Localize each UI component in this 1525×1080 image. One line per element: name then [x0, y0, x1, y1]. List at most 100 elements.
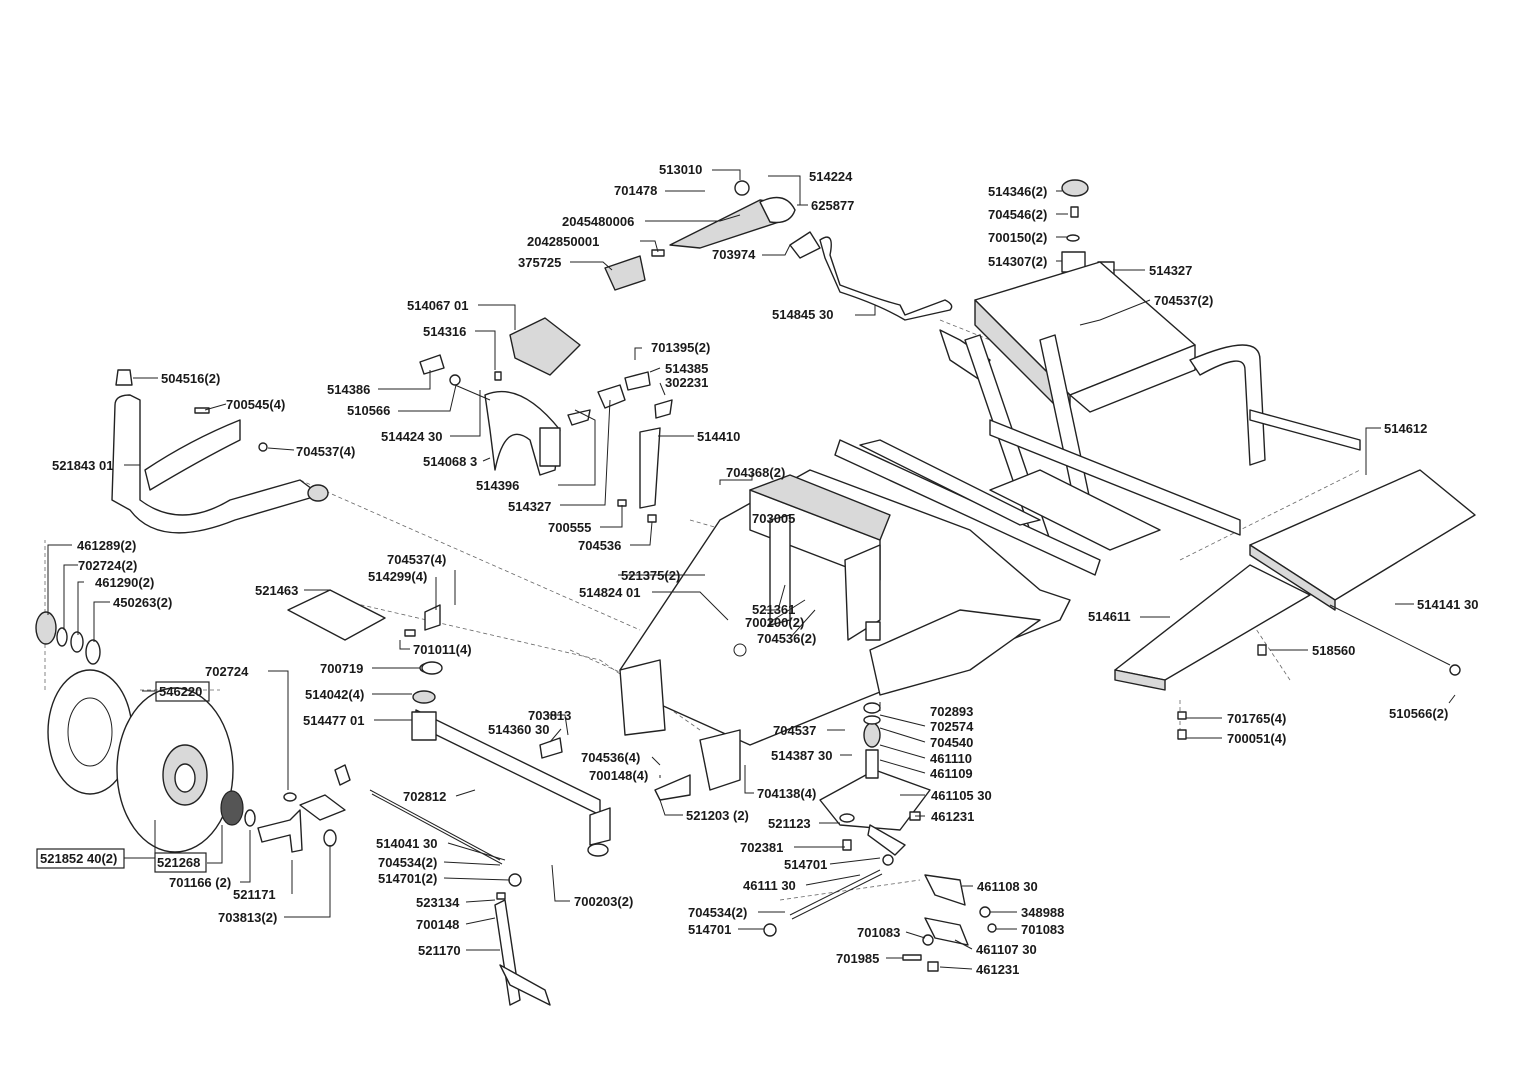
label-701985: 701985 [836, 951, 879, 966]
label-450263-2: 450263(2) [113, 595, 172, 610]
label-704536: 704536 [578, 538, 621, 553]
label-514701-a: 514701 [784, 857, 827, 872]
label-523134: 523134 [416, 895, 460, 910]
label-514327-top: 514327 [1149, 263, 1192, 278]
label-514360-30: 514360 30 [488, 722, 549, 737]
label-521843-01: 521843 01 [52, 458, 113, 473]
label-701166-2: 701166 (2) [169, 875, 231, 890]
front-axle [287, 589, 611, 857]
label-700719: 700719 [320, 661, 363, 676]
label-703005: 703005 [752, 511, 795, 526]
lower-brackets [902, 874, 997, 972]
label-702812: 702812 [403, 789, 446, 804]
label-546220: 546220 [159, 684, 202, 699]
wheel-parts [35, 611, 351, 853]
steering-linkage [369, 774, 894, 1006]
label-46111-30: 46111 30 [743, 878, 796, 893]
label-514385: 514385 [665, 361, 708, 376]
steering-sector [819, 702, 931, 856]
label-510566: 510566 [347, 403, 390, 418]
label-704537-2: 704537(2) [1154, 293, 1213, 308]
label-461231-a: 461231 [931, 809, 974, 824]
label-700051-4: 700051(4) [1227, 731, 1286, 746]
label-461109: 461109 [930, 766, 973, 781]
label-boxes [36, 681, 210, 873]
label-514387-30: 514387 30 [771, 748, 832, 763]
label-514067-01: 514067 01 [407, 298, 468, 313]
label-700555: 700555 [548, 520, 591, 535]
label-514424-30: 514424 30 [381, 429, 442, 444]
label-704537-4-a: 704537(4) [296, 444, 355, 459]
chassis-plate [619, 469, 1071, 791]
label-700150-2: 700150(2) [988, 230, 1047, 245]
label-701395-2: 701395(2) [651, 340, 710, 355]
label-514299-4: 514299(4) [368, 569, 427, 584]
label-348988: 348988 [1021, 905, 1064, 920]
label-700545-4: 700545(4) [226, 397, 285, 412]
label-521375-2: 521375(2) [621, 568, 680, 583]
label-461108-30: 461108 30 [977, 879, 1038, 894]
part-number-labels: 513010 514224 701478 625877 2045480006 2… [40, 162, 1478, 977]
label-514327-mid: 514327 [508, 499, 551, 514]
label-514824-01: 514824 01 [579, 585, 640, 600]
label-461290-2: 461290(2) [95, 575, 154, 590]
label-702893: 702893 [930, 704, 973, 719]
steering-arm-assembly [604, 180, 953, 321]
label-2045480006: 2045480006 [562, 214, 634, 229]
label-514386: 514386 [327, 382, 370, 397]
label-704537: 704537 [773, 723, 816, 738]
label-521123: 521123 [768, 816, 811, 831]
label-702381: 702381 [740, 840, 783, 855]
label-514410: 514410 [697, 429, 740, 444]
label-461289-2: 461289(2) [77, 538, 136, 553]
label-700200-2: 700200(2) [745, 615, 804, 630]
label-514701-2: 514701(2) [378, 871, 437, 886]
label-514307-2: 514307(2) [988, 254, 1047, 269]
part-drawings [35, 179, 1476, 1006]
label-700148-4: 700148(4) [589, 768, 648, 783]
label-461110: 461110 [930, 751, 972, 766]
label-702574: 702574 [930, 719, 974, 734]
label-521203-2: 521203 (2) [686, 808, 749, 823]
label-704536-4: 704536(4) [581, 750, 640, 765]
label-701083-b: 701083 [1021, 922, 1064, 937]
label-514346-2: 514346(2) [988, 184, 1047, 199]
label-701478: 701478 [614, 183, 657, 198]
label-514477-01: 514477 01 [303, 713, 364, 728]
label-514224: 514224 [809, 169, 853, 184]
label-701765-4: 701765(4) [1227, 711, 1286, 726]
label-704138-4: 704138(4) [757, 786, 816, 801]
label-461105-30: 461105 30 [931, 788, 992, 803]
label-701083-a: 701083 [857, 925, 900, 940]
label-704536-2: 704536(2) [757, 631, 816, 646]
label-514396: 514396 [476, 478, 519, 493]
label-2042850001: 2042850001 [527, 234, 599, 249]
label-704534-2-a: 704534(2) [378, 855, 437, 870]
label-514701-b: 514701 [688, 922, 731, 937]
label-521171: 521171 [233, 887, 276, 902]
label-521170: 521170 [418, 943, 461, 958]
label-704546-2: 704546(2) [988, 207, 1047, 222]
label-514845-30: 514845 30 [772, 307, 833, 322]
label-514042-4: 514042(4) [305, 687, 364, 702]
label-510566-2: 510566(2) [1389, 706, 1448, 721]
label-700148: 700148 [416, 917, 459, 932]
label-504516-2: 504516(2) [161, 371, 220, 386]
label-518560: 518560 [1312, 643, 1355, 658]
front-bumper [111, 369, 329, 534]
pedal-parts [419, 317, 673, 523]
label-514068-3: 514068 3 [423, 454, 477, 469]
label-514611: 514611 [1088, 609, 1131, 624]
label-704537-4-b: 704537(4) [387, 552, 446, 567]
label-702724: 702724 [205, 664, 249, 679]
label-703813-2: 703813(2) [218, 910, 277, 925]
main-frame [834, 261, 1361, 576]
label-521852-40-2: 521852 40(2) [40, 851, 117, 866]
label-521361: 521361 [752, 602, 795, 617]
label-514141-30: 514141 30 [1417, 597, 1478, 612]
label-461107-30: 461107 30 [976, 942, 1037, 957]
label-703974: 703974 [712, 247, 756, 262]
label-701011-4: 701011(4) [413, 642, 472, 657]
label-704368-2: 704368(2) [726, 465, 785, 480]
